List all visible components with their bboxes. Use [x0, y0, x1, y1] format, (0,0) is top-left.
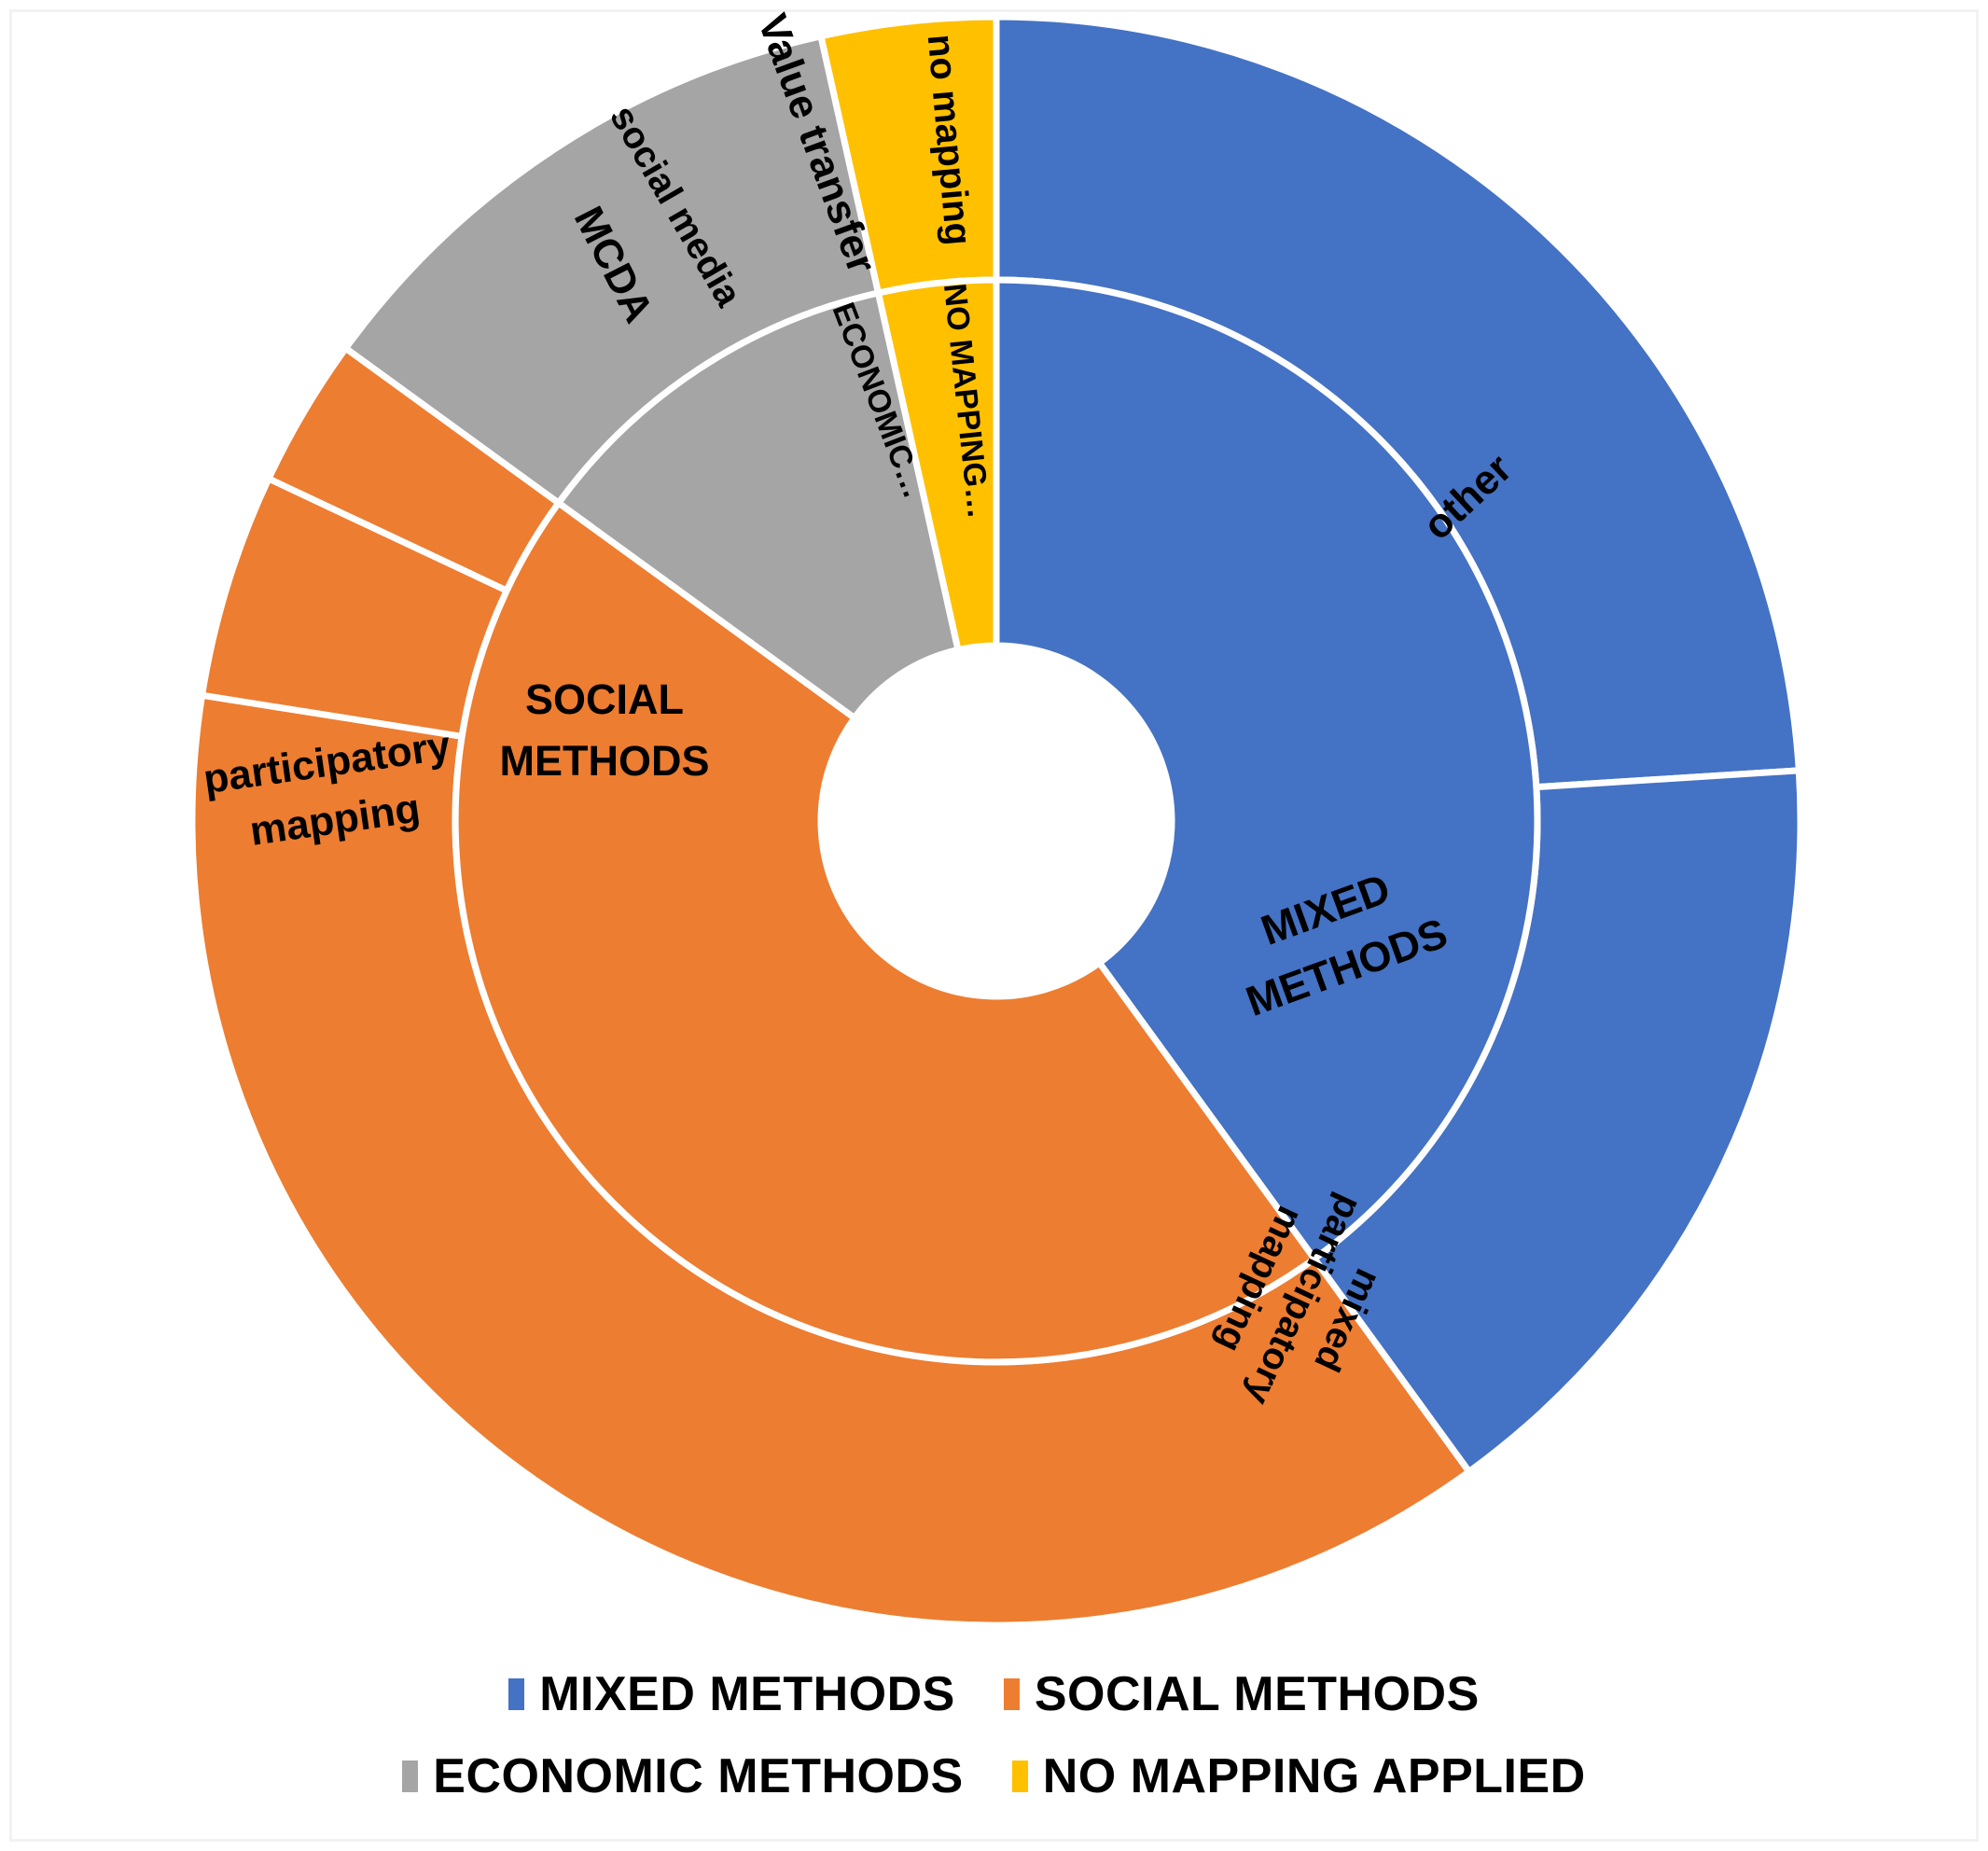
legend-item-no-mapping-applied[interactable]: NO MAPPING APPLIED [1011, 1748, 1586, 1804]
legend-row-1: MIXED METHODS SOCIAL METHODS [484, 1653, 1504, 1735]
inner-label-social-line2: METHODS [500, 737, 710, 785]
inner-label-social-methods-group: SOCIAL METHODS [500, 675, 710, 785]
legend-row-2: ECONOMIC METHODS NO MAPPING APPLIED [378, 1735, 1609, 1817]
legend-label-no-mapping-applied: NO MAPPING APPLIED [1042, 1749, 1586, 1803]
outer-ring-group [188, 13, 1804, 1629]
inner-label-social-line1: SOCIAL [525, 675, 684, 723]
inner-slice-no-mapping[interactable] [874, 276, 1000, 654]
legend-item-social-methods[interactable]: SOCIAL METHODS [1003, 1666, 1480, 1722]
legend-swatch-mixed-methods [508, 1678, 525, 1710]
sunburst-svg: other mixed participatory mapping partic… [188, 7, 1804, 1629]
inner-slice-economic[interactable] [553, 288, 963, 723]
legend-item-economic-methods[interactable]: ECONOMIC METHODS [402, 1748, 963, 1804]
inner-slice-mixed-methods[interactable] [993, 276, 1541, 1264]
inner-ring-group [452, 276, 1541, 1366]
legend-swatch-economic-methods [402, 1761, 419, 1792]
chart-legend: MIXED METHODS SOCIAL METHODS ECONOMIC ME… [0, 1653, 1988, 1830]
inner-slice-social-methods[interactable] [452, 498, 1319, 1366]
legend-swatch-social-methods [1003, 1678, 1020, 1710]
legend-label-economic-methods: ECONOMIC METHODS [433, 1749, 964, 1803]
legend-item-mixed-methods[interactable]: MIXED METHODS [508, 1666, 955, 1722]
sunburst-chart: other mixed participatory mapping partic… [188, 7, 1804, 1629]
legend-label-mixed-methods: MIXED METHODS [539, 1667, 955, 1721]
legend-swatch-no-mapping-applied [1011, 1761, 1028, 1792]
legend-label-social-methods: SOCIAL METHODS [1034, 1667, 1480, 1721]
